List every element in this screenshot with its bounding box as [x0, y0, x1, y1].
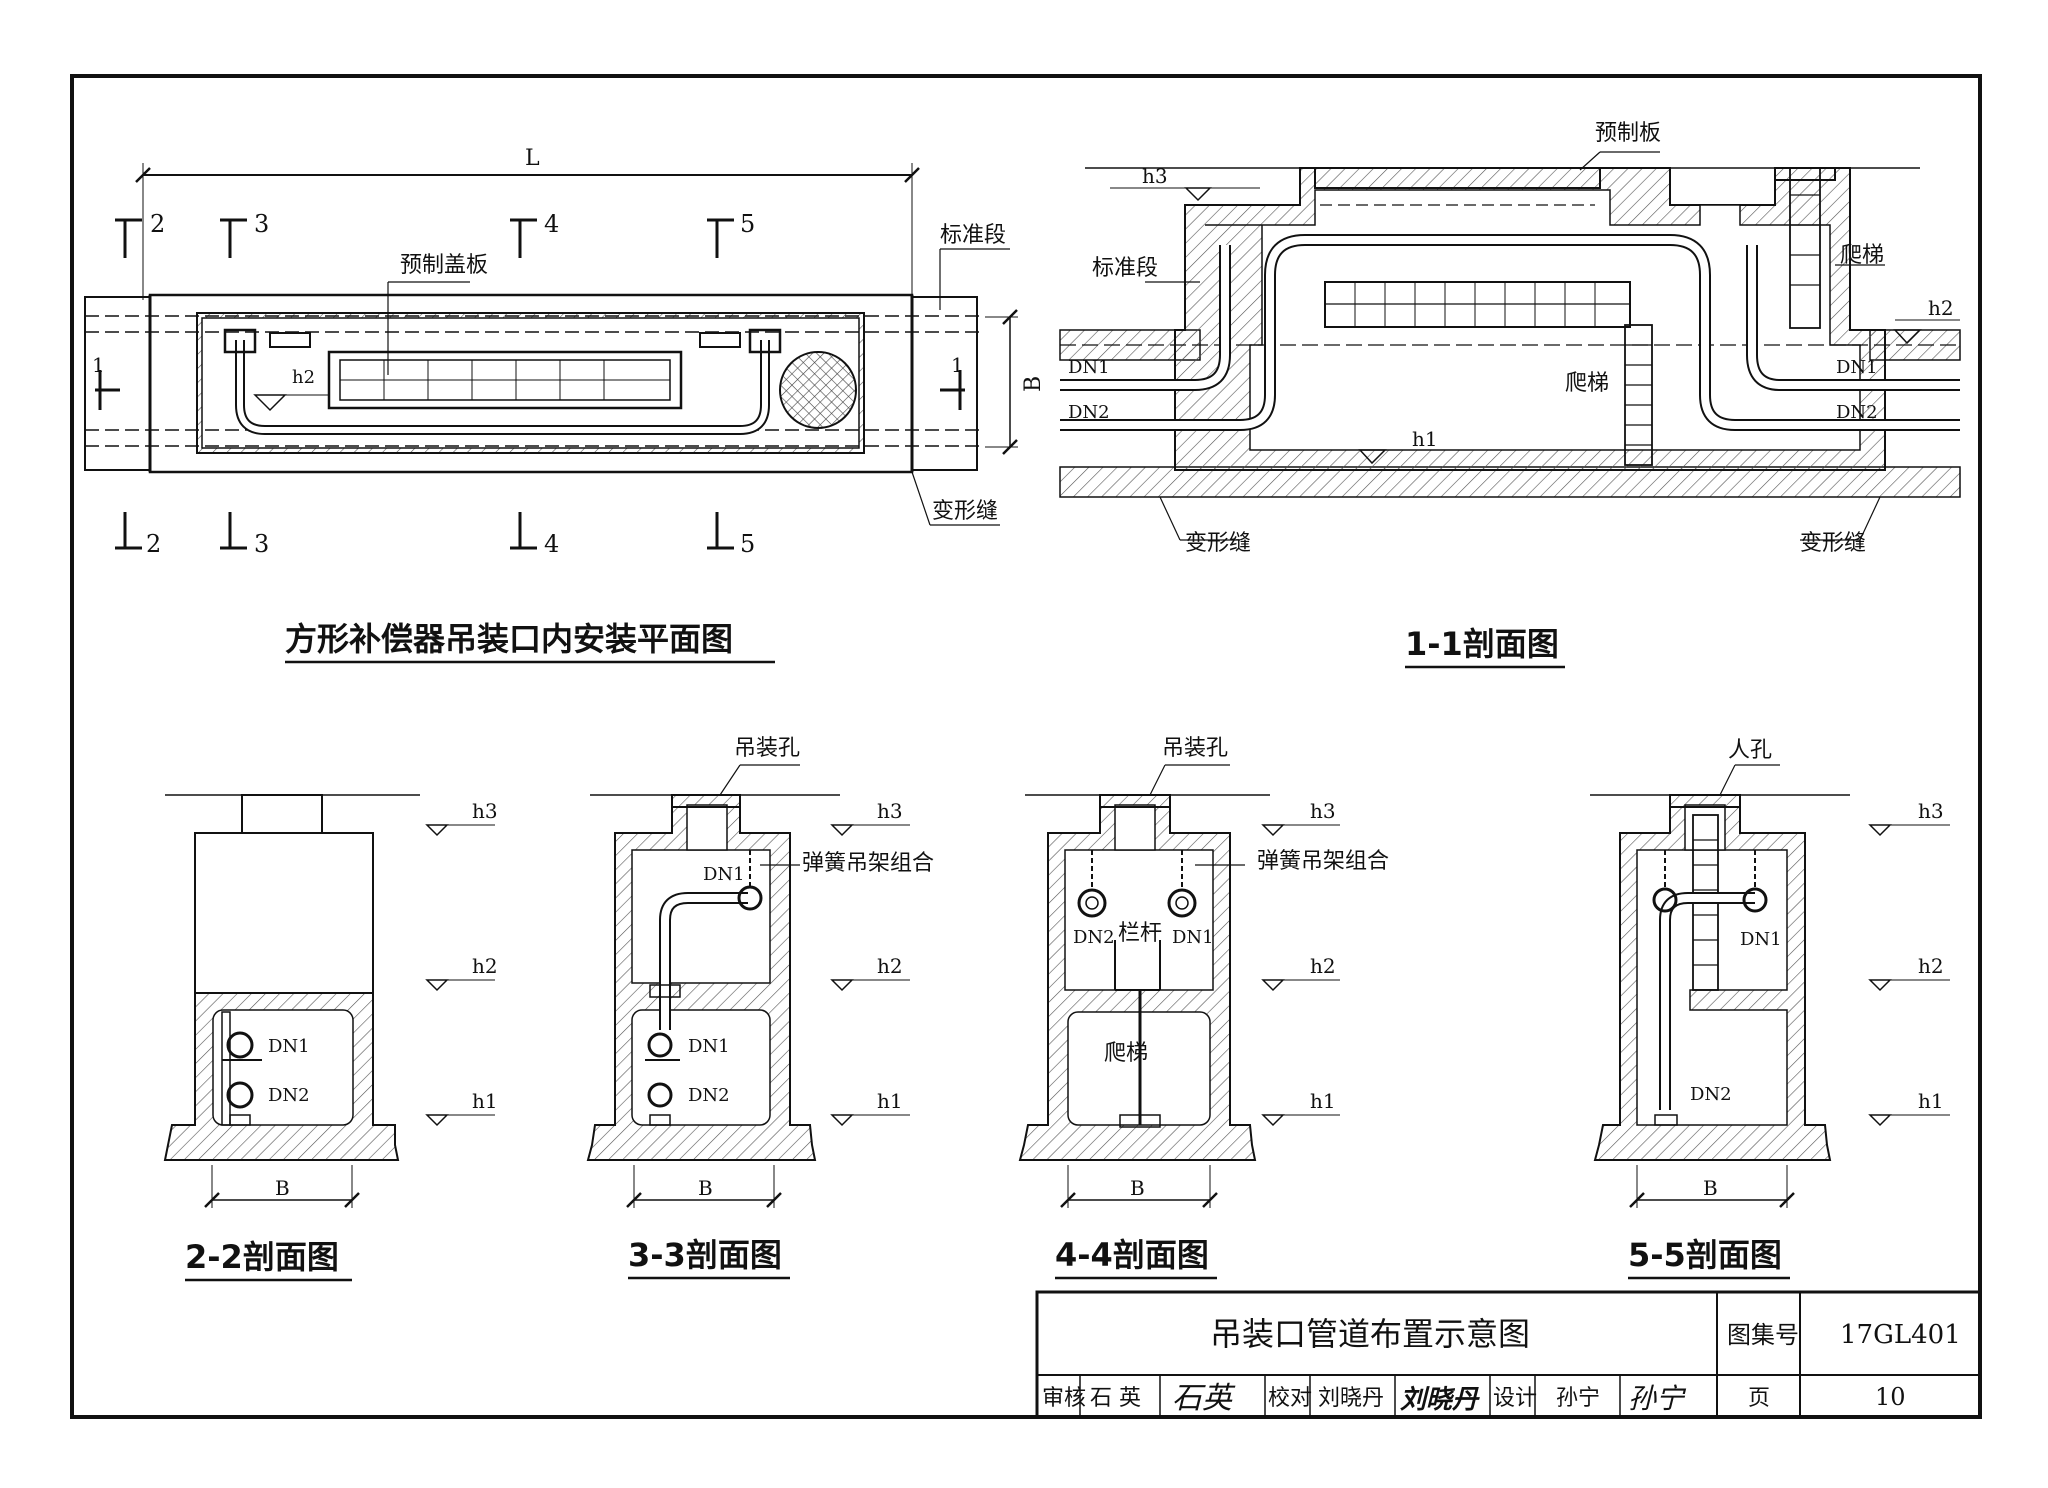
checker-signature: 刘晓丹	[1400, 1385, 1480, 1415]
check-label: 校对	[1268, 1386, 1312, 1411]
s44-h2: h2	[1310, 954, 1336, 978]
s44-rail: 栏杆	[1118, 921, 1162, 946]
s44-hanger: 弹簧吊架组合	[1257, 849, 1389, 874]
s11-standard-label: 标准段	[1092, 256, 1158, 281]
sec-5-bottom: 5	[740, 530, 755, 558]
s11-dn1-right: DN1	[1836, 357, 1878, 378]
s33-hanger: 弹簧吊架组合	[802, 851, 934, 876]
s11-ladder-label-1: 爬梯	[1565, 371, 1609, 396]
section-1-1	[1059, 151, 1961, 541]
s44-top: 吊装孔	[1162, 736, 1228, 761]
section-2-2-title: 2-2剖面图	[185, 1238, 339, 1276]
sec-3-top: 3	[254, 210, 269, 238]
s55-h3: h3	[1918, 799, 1944, 823]
section-4-4-labels: 吊装孔 弹簧吊架组合 DN2 DN1 栏杆 爬梯 B h3 h2 h1 4-4剖…	[1055, 736, 1389, 1280]
s11-joint-left: 变形缝	[1185, 531, 1251, 556]
section-1-1-labels: 预制板 标准段 爬梯 爬梯 变形缝 变形缝 DN1 DN2 DN1 DN2 h1…	[1068, 121, 1954, 669]
s33-h3: h3	[877, 799, 903, 823]
s55-top: 人孔	[1728, 738, 1772, 763]
s55-h2: h2	[1918, 954, 1944, 978]
section-3-3-labels: 吊装孔 弹簧吊架组合 DN1 DN1 DN2 B h3 h2 h1 3-3剖面图	[628, 736, 934, 1280]
atlas-label: 图集号	[1727, 1321, 1799, 1349]
s55-b: B	[1703, 1176, 1718, 1200]
atlas-number: 17GL401	[1840, 1320, 1961, 1350]
standard-label: 标准段	[940, 223, 1006, 248]
s33-dn2: DN2	[688, 1085, 730, 1106]
title-block-text: 吊装口管道布置示意图 图集号 17GL401 审核 石 英 石英 校对 刘晓丹 …	[1042, 1315, 1961, 1416]
sec-2-bottom: 2	[146, 530, 161, 558]
s33-h2: h2	[877, 954, 903, 978]
s11-dn2-right: DN2	[1836, 402, 1878, 423]
designer-signature: 孙宁	[1628, 1382, 1687, 1415]
section-3-3	[586, 764, 910, 1208]
sec-4-top: 4	[544, 210, 559, 238]
sec-2-top: 2	[150, 210, 165, 238]
section-4-4	[1018, 764, 1340, 1208]
plan-labels: L B 预制盖板 标准段 变形缝 h2 1 1 2 3 4 5 2 3 4 5 …	[92, 146, 1046, 664]
s22-h3: h3	[472, 799, 498, 823]
drawing-title: 吊装口管道布置示意图	[1210, 1315, 1530, 1353]
s11-dn1-left: DN1	[1068, 357, 1110, 378]
plan-title: 方形补偿器吊装口内安装平面图	[285, 620, 733, 658]
s44-b: B	[1130, 1176, 1145, 1200]
s33-dn1-top: DN1	[703, 864, 745, 885]
reviewer-name: 石 英	[1090, 1386, 1141, 1411]
page-number: 10	[1875, 1383, 1906, 1411]
sec-1-right: 1	[951, 353, 964, 377]
designer-name: 孙宁	[1556, 1386, 1600, 1411]
s22-dn2: DN2	[268, 1085, 310, 1106]
title-block	[1035, 1290, 1982, 1419]
s44-h1: h1	[1310, 1089, 1336, 1113]
dim-l-label: L	[525, 146, 540, 171]
section-1-1-title: 1-1剖面图	[1405, 625, 1559, 663]
s22-b: B	[275, 1176, 290, 1200]
section-5-5-title: 5-5剖面图	[1628, 1236, 1782, 1274]
joint-label: 变形缝	[932, 499, 998, 524]
s44-h3: h3	[1310, 799, 1336, 823]
section-4-4-title: 4-4剖面图	[1055, 1236, 1209, 1274]
reviewer-signature: 石英	[1172, 1381, 1236, 1416]
s11-h2: h2	[1928, 296, 1954, 320]
s22-h2: h2	[472, 954, 498, 978]
s11-h3: h3	[1142, 164, 1168, 188]
sec-5-top: 5	[740, 210, 755, 238]
s33-top: 吊装孔	[734, 736, 800, 761]
review-label: 审核	[1042, 1386, 1086, 1411]
s55-dn1: DN1	[1740, 929, 1782, 950]
page-label: 页	[1748, 1386, 1770, 1411]
s22-dn1: DN1	[268, 1036, 310, 1057]
s44-dn2: DN2	[1073, 927, 1115, 948]
s11-ladder-label-2: 爬梯	[1840, 243, 1884, 268]
section-5-5-labels: 人孔 DN1 DN2 B h3 h2 h1 5-5剖面图	[1628, 738, 1944, 1280]
s33-h1: h1	[877, 1089, 903, 1113]
plan-h2-label: h2	[292, 367, 315, 388]
s44-dn1: DN1	[1172, 927, 1214, 948]
sec-1-left: 1	[92, 353, 105, 377]
s11-dn2-left: DN2	[1068, 402, 1110, 423]
s11-slab-label: 预制板	[1595, 121, 1661, 146]
s44-ladder: 爬梯	[1104, 1041, 1148, 1066]
section-2-2-labels: DN1 DN2 B h3 h2 h1 2-2剖面图	[185, 799, 498, 1282]
s55-dn2: DN2	[1690, 1084, 1732, 1105]
dim-b-label: B	[1021, 376, 1046, 392]
section-3-3-title: 3-3剖面图	[628, 1236, 782, 1274]
s22-h1: h1	[472, 1089, 498, 1113]
design-label: 设计	[1493, 1386, 1537, 1411]
cover-label: 预制盖板	[400, 253, 488, 278]
s33-dn1: DN1	[688, 1036, 730, 1057]
s11-h1: h1	[1412, 427, 1438, 451]
sec-3-bottom: 3	[254, 530, 269, 558]
sec-4-bottom: 4	[544, 530, 559, 558]
sheet-border	[70, 74, 1982, 1419]
section-5-5	[1590, 764, 1950, 1208]
section-2-2	[163, 794, 495, 1208]
plan-view	[84, 163, 1018, 550]
s33-b: B	[698, 1176, 713, 1200]
s55-h1: h1	[1918, 1089, 1944, 1113]
checker-name: 刘晓丹	[1318, 1386, 1384, 1411]
s11-joint-right: 变形缝	[1800, 531, 1866, 556]
